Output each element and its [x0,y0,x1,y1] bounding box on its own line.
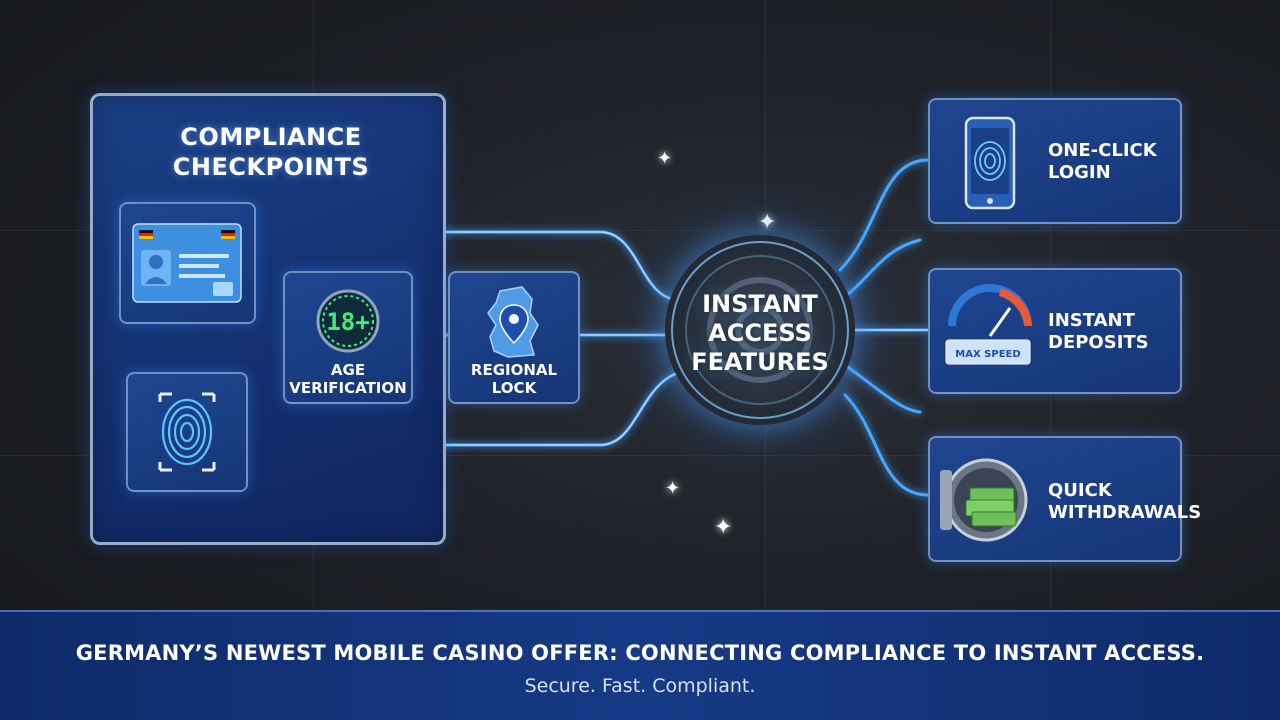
age-badge-text: 18+ [326,308,369,336]
age-badge-icon: 18+ [316,289,380,353]
hub-ring [671,241,849,419]
label-line: Compliance [180,123,362,151]
germany-map-pin-icon [487,286,539,358]
feature-one-click-login[interactable]: One-ClickLogin [928,98,1182,224]
age-verification-label: AgeVerification [285,361,411,397]
grid-line [0,455,1280,456]
feature-label: One-ClickLogin [1048,140,1157,184]
regional-lock-checkpoint: RegionalLock [448,271,580,404]
bottom-banner: Germany’s Newest Mobile Casino Offer: Co… [0,610,1280,720]
feature-label-line: Login [1048,162,1111,183]
gear-icon [707,277,813,383]
label-line: Regional [470,361,558,379]
label-line: Checkpoints [172,153,370,181]
feature-label-line: Quick [1048,480,1112,501]
id-card-icon [132,223,242,303]
feature-label-line: One-Click [1048,140,1157,161]
vault-cash-icon [940,458,1028,542]
sparkle-icon: ✦ [657,148,673,169]
grid-line [0,230,1280,231]
age-verification-checkpoint: 18+ AgeVerification [283,271,413,404]
compliance-title: ComplianceCheckpoints [93,122,449,182]
feature-label-line: Instant [1048,310,1135,331]
phone-fingerprint-icon [964,116,1016,210]
feature-instant-deposits[interactable]: MAX SPEED InstantDeposits [928,268,1182,394]
sparkle-icon: ✦ [714,515,733,540]
label-line: Features [691,348,829,376]
feature-label: QuickWithdrawals [1048,480,1201,524]
label-line: Instant [702,290,818,318]
hub-ring [685,255,835,405]
instant-access-hub: InstantAccessFeatures [665,235,855,425]
banner-tagline: Secure. Fast. Compliant. [524,675,756,697]
sparkle-icon: ✦ [665,478,681,499]
feature-quick-withdrawals[interactable]: QuickWithdrawals [928,436,1201,562]
regional-lock-label: RegionalLock [450,361,578,397]
banner-headline: Germany’s Newest Mobile Casino Offer: Co… [75,641,1205,665]
feature-label-line: Deposits [1048,332,1149,353]
label-line: Lock [491,379,537,397]
label-line: Verification [289,379,407,397]
fingerprint-scanner-icon [158,392,216,472]
fingerprint-checkpoint [126,372,248,492]
speedometer-card-icon: MAX SPEED [945,284,1032,365]
label-line: Access [708,319,812,347]
label-line: Age [330,361,366,379]
feature-label: InstantDeposits [1048,310,1149,354]
id-card-checkpoint [119,202,256,324]
max-speed-text: MAX SPEED [955,349,1020,360]
sparkle-icon: ✦ [758,210,777,235]
hub-title: InstantAccessFeatures [665,290,855,377]
feature-label-line: Withdrawals [1048,502,1202,523]
